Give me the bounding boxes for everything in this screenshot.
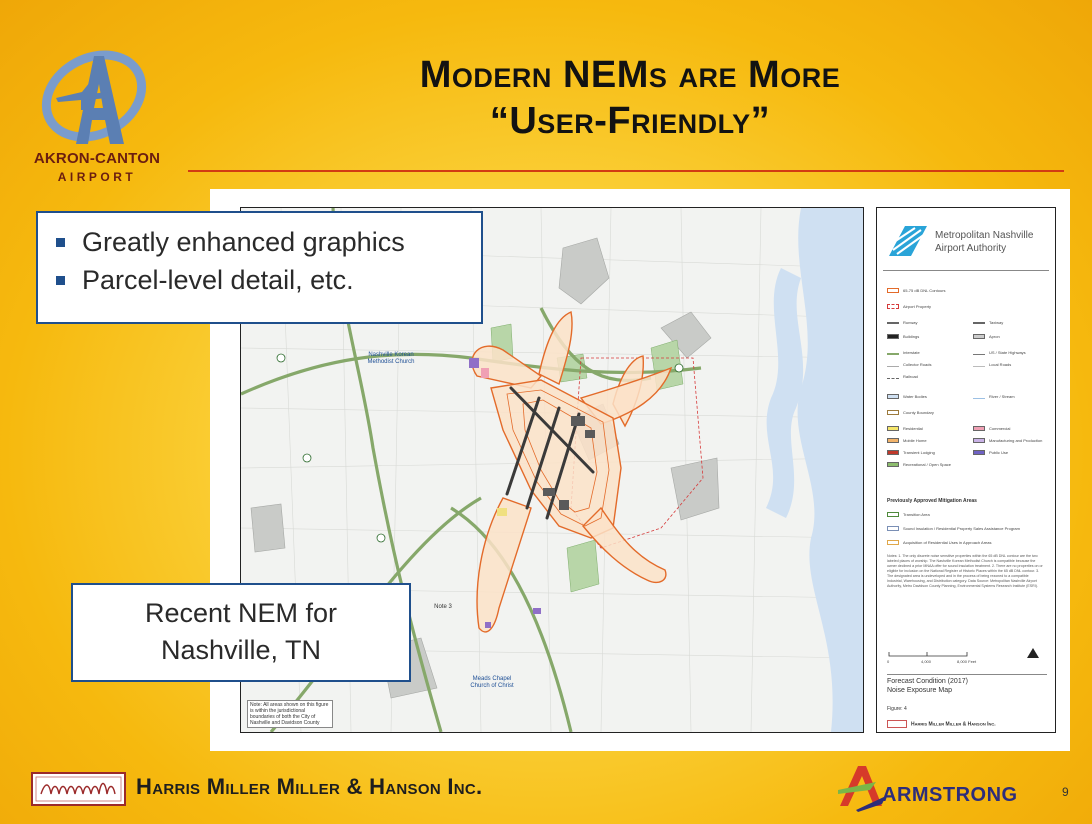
title-divider	[188, 170, 1064, 172]
akron-canton-logo: AKRON-CANTON AIRPORT	[22, 38, 172, 188]
legend-item-interstate: Interstate	[887, 350, 920, 356]
legend-notes: Notes: 1. The only discrete noise sensit…	[887, 554, 1043, 588]
legend-forecast-line-1: Forecast Condition (2017)	[887, 678, 968, 685]
bullet-callout: Greatly enhanced graphics Parcel-level d…	[36, 211, 483, 324]
caption-line-2: Nashville, TN	[160, 635, 322, 665]
legend-firm: Harris Miller Miller & Hanson Inc.	[887, 720, 996, 728]
legend-item-airport-property: Airport Property	[887, 304, 931, 310]
legend-item-apron: Apron	[973, 334, 1000, 340]
logo-line-2: AIRPORT	[57, 170, 137, 184]
map-legend: Metropolitan Nashville Airport Authority…	[876, 207, 1056, 733]
hmmh-signature-icon	[35, 776, 122, 802]
slide-title-line-1: Modern NEMs are More	[419, 54, 841, 96]
legend-scale-bar: 0 4,000 8,000 Feet	[887, 644, 1047, 670]
legend-item-water-bodies: Water Bodies	[887, 394, 927, 400]
legend-item-residential: Residential	[887, 426, 923, 432]
legend-mitigation-heading: Previously Approved Mitigation Areas	[887, 498, 977, 504]
hmmh-logo	[31, 772, 126, 806]
legend-item-acquisition: Acquisition of Residential Uses in Appro…	[887, 540, 992, 546]
scale-zero: 0	[887, 659, 890, 664]
legend-forecast-line-2: Noise Exposure Map	[887, 687, 952, 694]
legend-figure-number: Figure: 4	[887, 706, 907, 712]
legend-item-transition: Transition Area	[887, 512, 930, 518]
armstrong-wordmark: ARMSTRONG	[882, 784, 1018, 806]
logo-line-1: AKRON-CANTON	[33, 150, 161, 167]
caption-line-1: Recent NEM for	[144, 598, 338, 628]
legend-item-commercial: Commercial	[973, 426, 1010, 432]
legend-item-transient: Transient Lodging	[887, 450, 935, 456]
legend-item-us-highways: US / State Highways	[973, 350, 1026, 356]
map-caption-callout: Recent NEM for Nashville, TN	[71, 583, 411, 682]
legend-item-contours: 65-75 dB DNL Contours	[887, 288, 946, 294]
scale-mid: 4,000	[921, 659, 932, 664]
legend-item-runway: Runway	[887, 320, 917, 325]
legend-item-manufacturing: Manufacturing and Production	[973, 438, 1042, 444]
legend-header: Metropolitan Nashville Airport Authority	[883, 218, 1049, 271]
armstrong-logo: ARMSTRONG	[836, 760, 1036, 812]
legend-item-sound-insulation: Sound Insulation / Residential Property …	[887, 526, 1020, 532]
legend-item-county-boundary: County Boundary	[887, 410, 934, 416]
legend-org-line-2: Airport Authority	[935, 243, 1007, 254]
legend-item-public-use: Public Use	[973, 450, 1008, 456]
note3-label: Note 3	[434, 604, 452, 610]
bullet-item: Parcel-level detail, etc.	[54, 261, 469, 299]
slide-title: Modern NEMs are More “User-Friendly”	[190, 52, 1070, 144]
legend-item-buildings: Buildings	[887, 334, 919, 340]
page-number: 9	[1062, 785, 1069, 799]
legend-item-recreational: Recreational / Open Space	[887, 462, 951, 468]
wing-stripes-icon	[889, 226, 927, 256]
church-label-south: Meads Chapel Church of Christ	[470, 676, 514, 689]
legend-map-title: Forecast Condition (2017) Noise Exposure…	[887, 674, 1047, 695]
slide-title-line-2: “User-Friendly”	[489, 100, 771, 142]
north-arrow-icon	[1027, 648, 1039, 658]
legend-item-railroad: Railroad	[887, 374, 918, 380]
legend-item-river-stream: River / Stream	[973, 394, 1015, 400]
church-label-north: Nashville Korean Methodist Church	[367, 352, 415, 365]
legend-item-local-roads: Local Roads	[973, 362, 1011, 368]
scale-end: 8,000 Feet	[957, 659, 977, 664]
legend-org-line-1: Metropolitan Nashville	[935, 230, 1034, 241]
legend-item-mobile-home: Mobile Home	[887, 438, 927, 444]
legend-item-collector-roads: Collector Roads	[887, 362, 931, 368]
scale-bar-graphic	[888, 648, 1039, 658]
legend-item-taxiway: Taxiway	[973, 320, 1003, 325]
airplane-a-icon	[41, 50, 147, 144]
a-arrow-icon	[838, 766, 886, 812]
hmmh-mini-icon	[887, 720, 907, 728]
map-jurisdiction-note: Note: All areas shown on this figure is …	[247, 700, 333, 728]
footer-company-name: Harris Miller Miller & Hanson Inc.	[136, 774, 483, 799]
bullet-item: Greatly enhanced graphics	[54, 223, 469, 261]
